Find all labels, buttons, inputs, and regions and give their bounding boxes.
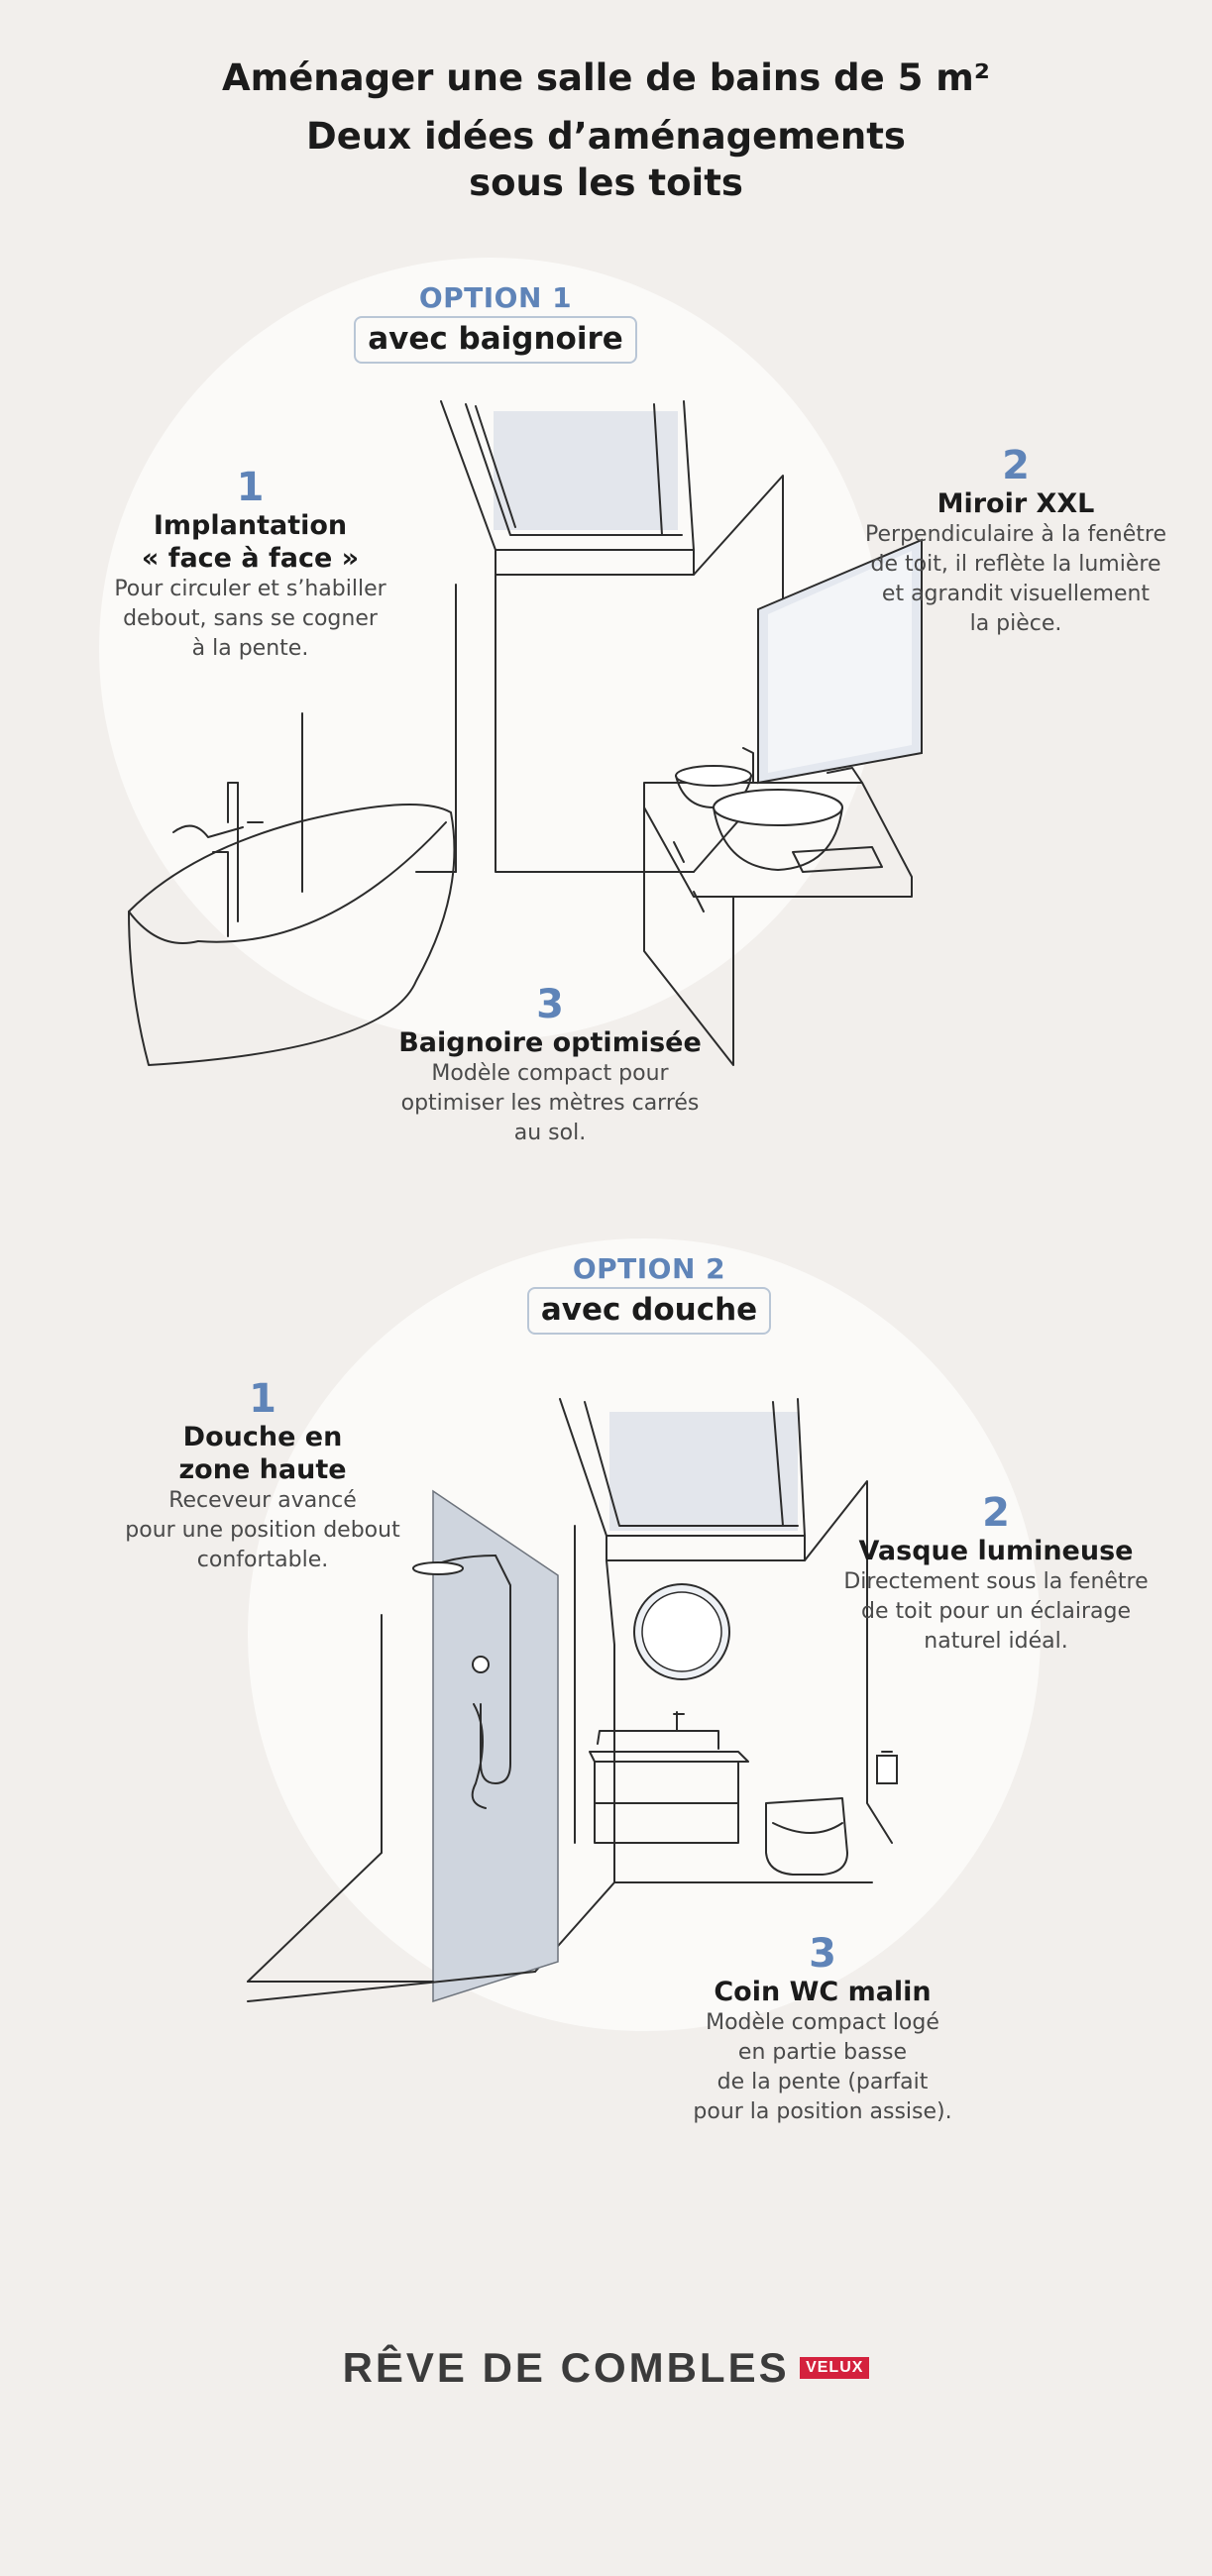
option-2-subtitle: avec douche bbox=[526, 1287, 772, 1335]
brand-logo: RÊVE DE COMBLES VELUX bbox=[0, 2344, 1212, 2392]
point-description: Perpendiculaire à la fenêtre de toit, il… bbox=[865, 522, 1166, 636]
point-heading: Douche en zone haute bbox=[178, 1422, 347, 1485]
point-description: Pour circuler et s’habiller debout, sans… bbox=[114, 577, 386, 661]
title-line-2: Deux idées d’aménagements bbox=[306, 115, 906, 158]
option-1-point-2: 2 Miroir XXL Perpendiculaire à la fenêtr… bbox=[827, 444, 1204, 639]
washbasin-illustration bbox=[643, 747, 913, 1066]
point-number: 1 bbox=[249, 1376, 276, 1422]
option-1-illustration bbox=[128, 400, 923, 1066]
velux-badge: VELUX bbox=[800, 2357, 870, 2379]
option-1-circle bbox=[99, 258, 882, 1040]
mirror-illustration bbox=[757, 538, 923, 785]
option-2-label: OPTION 2 bbox=[572, 1252, 726, 1285]
bathtub-illustration bbox=[128, 782, 456, 1066]
option-1-subtitle: avec baignoire bbox=[354, 316, 637, 364]
option-1-header: OPTION 1 avec baignoire bbox=[0, 282, 991, 364]
toilet-roll-holder-illustration bbox=[876, 1751, 898, 1784]
point-heading: Implantation « face à face » bbox=[141, 510, 360, 574]
roof-window-illustration bbox=[440, 400, 695, 576]
washbasin-illustration bbox=[589, 1711, 749, 1844]
option-2-point-2: 2 Vasque lumineuse Directement sous la f… bbox=[813, 1491, 1179, 1657]
title-line-1: Aménager une salle de bains de 5 m² bbox=[222, 56, 990, 99]
point-heading: Baignoire optimisée bbox=[398, 1027, 702, 1058]
option-1-label: OPTION 1 bbox=[418, 281, 573, 314]
option-2-point-1: 1 Douche en zone haute Receveur avancé p… bbox=[99, 1377, 426, 1575]
option-1-point-3: 3 Baignoire optimisée Modèle compact pou… bbox=[357, 983, 743, 1148]
title-line-3: sous les toits bbox=[469, 161, 743, 204]
point-number: 3 bbox=[809, 1931, 836, 1977]
point-description: Modèle compact pour optimiser les mètres… bbox=[400, 1061, 700, 1145]
roof-window-illustration bbox=[559, 1398, 806, 1561]
point-number: 2 bbox=[982, 1490, 1010, 1536]
point-number: 2 bbox=[1002, 443, 1030, 488]
point-number: 3 bbox=[536, 982, 564, 1027]
page-title: Aménager une salle de bains de 5 m² Deux… bbox=[0, 54, 1212, 206]
point-description: Directement sous la fenêtre de toit pour… bbox=[843, 1569, 1149, 1654]
wc-illustration bbox=[765, 1797, 848, 1876]
point-heading: Miroir XXL bbox=[937, 488, 1095, 519]
point-description: Receveur avancé pour une position debout… bbox=[125, 1488, 400, 1572]
point-heading: Coin WC malin bbox=[714, 1977, 932, 2007]
option-2-header: OPTION 2 avec douche bbox=[302, 1253, 996, 1335]
option-2-illustration bbox=[247, 1398, 898, 2003]
brand-name: RÊVE DE COMBLES bbox=[342, 2344, 790, 2391]
point-number: 1 bbox=[236, 465, 265, 510]
shower-illustration bbox=[247, 1489, 559, 2003]
point-description: Modèle compact logé en partie basse de l… bbox=[693, 2010, 952, 2124]
option-2-point-3: 3 Coin WC malin Modèle compact logé en p… bbox=[654, 1932, 991, 2127]
point-heading: Vasque lumineuse bbox=[858, 1536, 1134, 1566]
round-mirror-illustration bbox=[633, 1583, 730, 1680]
option-1-point-1: 1 Implantation « face à face » Pour circ… bbox=[69, 466, 431, 664]
